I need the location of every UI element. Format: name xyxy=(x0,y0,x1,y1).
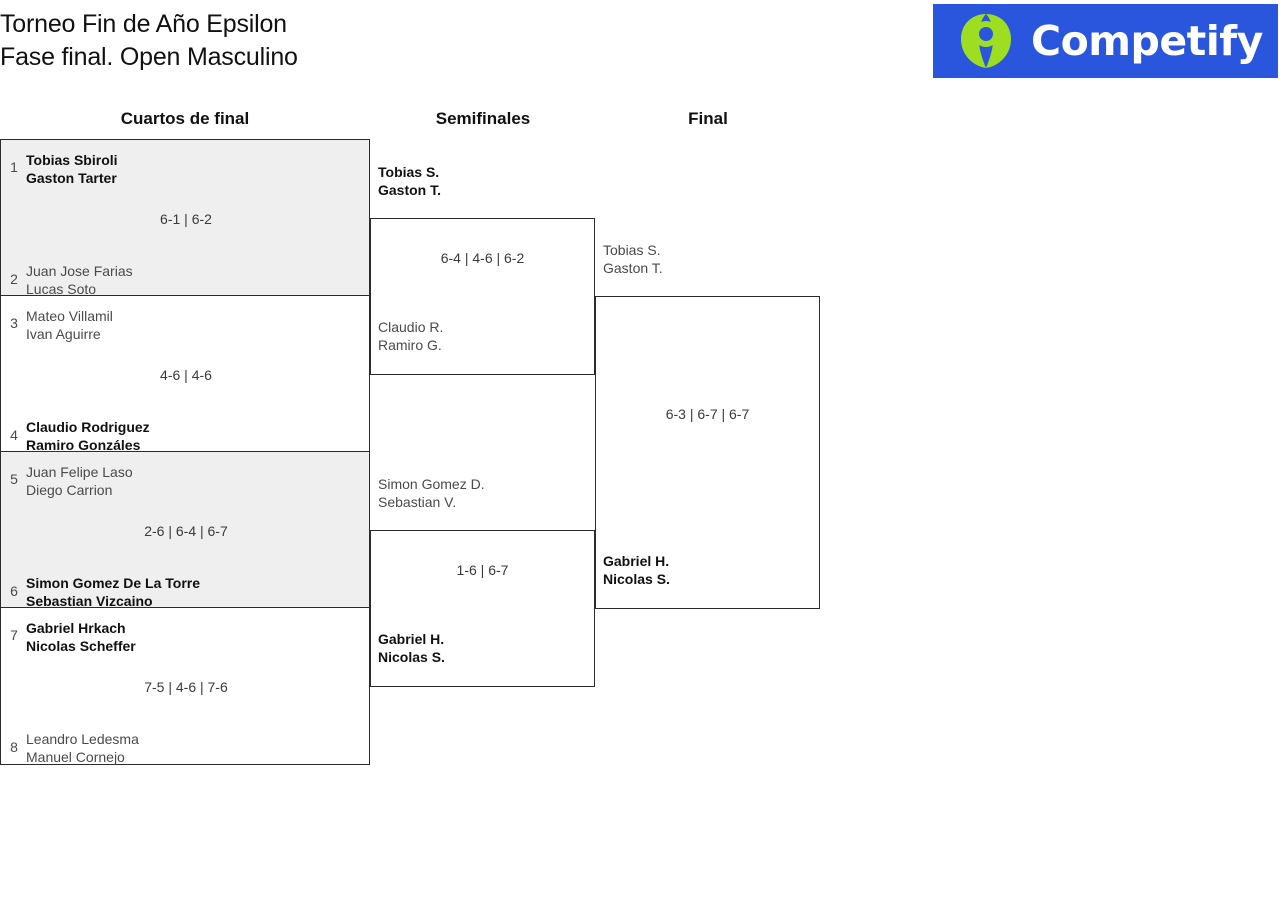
match-score: 6-4 | 4-6 | 6-2 xyxy=(440,250,525,266)
team-entry: Tobias Sbiroli Gaston Tarter xyxy=(26,151,118,187)
quarterfinals-column: 1 Tobias Sbiroli Gaston Tarter 6-1 | 6-2… xyxy=(0,139,370,765)
player-name: Ramiro G. xyxy=(378,337,442,353)
page-title: Torneo Fin de Año Epsilon Fase final. Op… xyxy=(0,8,900,74)
team-entry: Simon Gomez D. Sebastian V. xyxy=(378,475,485,511)
team-entry: Claudio R. Ramiro G. xyxy=(378,318,443,354)
match-score: 4-6 | 4-6 xyxy=(160,367,212,383)
player-name: Sebastian Vizcaino xyxy=(26,593,153,609)
team-entry: Claudio Rodriguez Ramiro Gonzáles xyxy=(26,418,150,454)
player-name: Simon Gomez D. xyxy=(378,476,485,492)
team-entry: Tobias S. Gaston T. xyxy=(378,163,441,199)
match-score: 7-5 | 4-6 | 7-6 xyxy=(144,679,228,695)
player-name: Gaston Tarter xyxy=(26,170,117,186)
team-entry: Tobias S. Gaston T. xyxy=(603,241,663,277)
seed-number: 8 xyxy=(10,739,18,755)
brand-name: Competify xyxy=(1031,17,1263,65)
player-name: Sebastian V. xyxy=(378,494,457,510)
seed-number: 7 xyxy=(10,627,18,643)
quarterfinal-match[interactable]: 7 Gabriel Hrkach Nicolas Scheffer 7-5 | … xyxy=(1,608,369,766)
quarterfinal-match[interactable]: 1 Tobias Sbiroli Gaston Tarter 6-1 | 6-2… xyxy=(1,140,369,298)
round-header-final: Final xyxy=(688,109,728,128)
semifinal-match[interactable]: Tobias S. Gaston T. 6-4 | 4-6 | 6-2 Clau… xyxy=(370,164,595,375)
round-header-semifinals: Semifinales xyxy=(435,109,531,128)
player-name: Claudio Rodriguez xyxy=(26,419,150,435)
player-name: Claudio R. xyxy=(378,319,444,335)
match-score: 6-3 | 6-7 | 6-7 xyxy=(665,406,750,422)
player-name: Ivan Aguirre xyxy=(26,326,101,342)
player-name: Juan Jose Farias xyxy=(26,263,133,279)
player-name: Nicolas S. xyxy=(603,571,670,587)
player-name: Juan Felipe Laso xyxy=(26,464,133,480)
seed-number: 4 xyxy=(10,427,18,443)
player-name: Leandro Ledesma xyxy=(26,731,139,747)
team-entry: Juan Felipe Laso Diego Carrion xyxy=(26,463,133,499)
seed-number: 3 xyxy=(10,315,18,331)
seed-number: 1 xyxy=(10,159,18,175)
competify-person-icon xyxy=(955,10,1017,72)
player-name: Gaston T. xyxy=(603,260,663,276)
team-entry: Gabriel H. Nicolas S. xyxy=(603,552,670,588)
competify-logo: Competify xyxy=(933,4,1278,78)
seed-number: 6 xyxy=(10,583,18,599)
player-name: Gabriel Hrkach xyxy=(26,620,126,636)
match-score: 6-1 | 6-2 xyxy=(160,211,212,227)
player-name: Tobias S. xyxy=(378,164,440,180)
team-entry: Juan Jose Farias Lucas Soto xyxy=(26,262,133,298)
seed-number: 5 xyxy=(10,471,18,487)
quarterfinal-match[interactable]: 5 Juan Felipe Laso Diego Carrion 2-6 | 6… xyxy=(1,452,369,610)
player-name: Gaston T. xyxy=(378,182,442,198)
match-score: 2-6 | 6-4 | 6-7 xyxy=(144,523,228,539)
player-name: Nicolas Scheffer xyxy=(26,638,136,654)
player-name: Mateo Villamil xyxy=(26,308,113,324)
semifinal-match[interactable]: Simon Gomez D. Sebastian V. 1-6 | 6-7 Ga… xyxy=(370,476,595,687)
player-name: Manuel Cornejo xyxy=(26,749,125,765)
player-name: Nicolas S. xyxy=(378,649,445,665)
team-entry: Mateo Villamil Ivan Aguirre xyxy=(26,307,113,343)
player-name: Diego Carrion xyxy=(26,482,113,498)
player-name: Ramiro Gonzáles xyxy=(26,437,141,453)
final-match[interactable]: Tobias S. Gaston T. 6-3 | 6-7 | 6-7 Gabr… xyxy=(595,242,820,609)
team-entry: Simon Gomez De La Torre Sebastian Vizcai… xyxy=(26,574,200,610)
player-name: Tobias S. xyxy=(603,242,661,258)
title-line-2: Fase final. Open Masculino xyxy=(0,43,298,71)
player-name: Gabriel H. xyxy=(378,631,445,647)
team-entry: Gabriel Hrkach Nicolas Scheffer xyxy=(26,619,136,655)
player-name: Simon Gomez De La Torre xyxy=(26,575,200,591)
round-header-quarterfinals: Cuartos de final xyxy=(120,109,250,128)
player-name: Gabriel H. xyxy=(603,553,670,569)
quarterfinal-match[interactable]: 3 Mateo Villamil Ivan Aguirre 4-6 | 4-6 … xyxy=(1,296,369,454)
seed-number: 2 xyxy=(10,271,18,287)
match-score: 1-6 | 6-7 xyxy=(456,562,509,578)
team-entry: Leandro Ledesma Manuel Cornejo xyxy=(26,730,139,766)
player-name: Tobias Sbiroli xyxy=(26,152,118,168)
player-name: Lucas Soto xyxy=(26,281,97,297)
title-line-1: Torneo Fin de Año Epsilon xyxy=(0,10,287,38)
team-entry: Gabriel H. Nicolas S. xyxy=(378,630,445,666)
